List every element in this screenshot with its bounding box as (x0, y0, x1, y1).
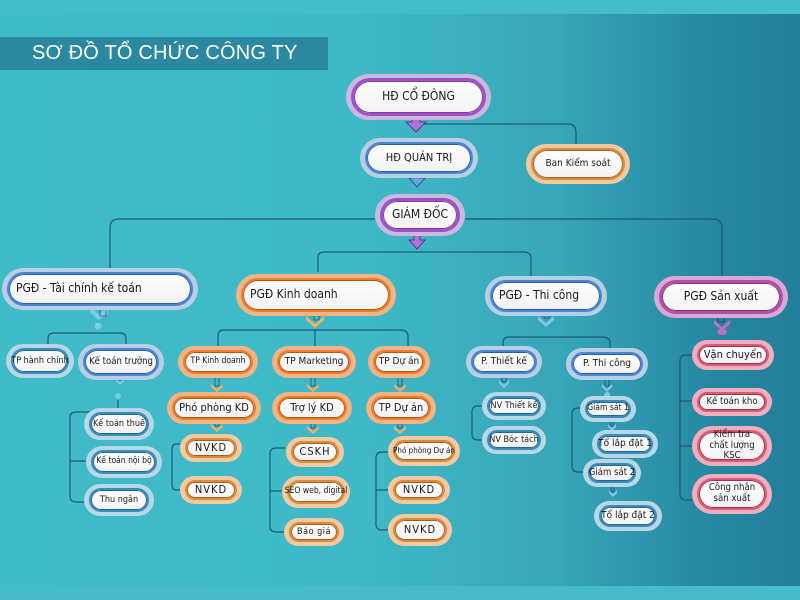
node-sales-staff-2[interactable]: NVKD (180, 476, 242, 504)
node-projects-manager[interactable]: TP Dự án (366, 392, 436, 424)
node-designer[interactable]: NV Thiết kế (482, 392, 546, 420)
node-projects-staff-1[interactable]: NVKD (388, 476, 450, 504)
node-sales-deputy[interactable]: Phó phòng KD (167, 392, 261, 424)
node-projects-staff-2[interactable]: NVKD (388, 514, 452, 546)
node-supervisor-2[interactable]: Giám sát 2 (583, 459, 641, 487)
node-warehouse-accountant[interactable]: Kế toán kho (692, 388, 772, 416)
node-quotation[interactable]: Báo giá (284, 518, 344, 546)
node-sales-assistant[interactable]: Trợ lý KD (272, 392, 352, 424)
node-supervisory[interactable]: Ban Kiểm soát (526, 144, 630, 184)
node-projects-deputy[interactable]: Phó phòng Dự án (388, 436, 460, 466)
node-production-workers[interactable]: Công nhân sản xuất (692, 474, 772, 514)
node-seo-digital[interactable]: SEO web, digital (282, 476, 350, 508)
node-tax-accountant[interactable]: Kế toán thuế (84, 408, 154, 440)
node-sales-staff-1[interactable]: NVKD (180, 434, 242, 462)
node-sales-head[interactable]: TP Kinh doanh (178, 346, 258, 378)
node-cashier[interactable]: Thu ngân (84, 484, 154, 516)
node-customer-care[interactable]: CSKH (286, 437, 344, 467)
node-internal-accountant[interactable]: Kế toán nội bộ (86, 446, 162, 478)
node-install-team-1[interactable]: Tổ lắp đặt 1 (592, 430, 658, 458)
page-title: SƠ ĐỒ TỔ CHỨC CÔNG TY (0, 37, 328, 70)
node-admin-head[interactable]: TP hành chính (6, 344, 74, 378)
node-build-dept[interactable]: P. Thi công (566, 348, 648, 380)
node-vp-construction[interactable]: PGĐ - Thi công (485, 276, 607, 316)
node-design-dept[interactable]: P. Thiết kế (466, 346, 542, 378)
node-supervisor-1[interactable]: Giám sát 1 (580, 396, 636, 422)
node-board[interactable]: HĐ QUẢN TRỊ (360, 138, 478, 178)
node-director[interactable]: GIÁM ĐỐC (375, 194, 465, 236)
bottom-band (0, 586, 800, 600)
node-marketing-head[interactable]: TP Marketing (272, 346, 356, 378)
node-estimator[interactable]: NV Bóc tách (482, 426, 546, 454)
node-chief-accountant[interactable]: Kế toán trưởng (78, 344, 164, 380)
node-vp-production[interactable]: PGĐ Sản xuất (654, 276, 788, 318)
node-install-team-2[interactable]: Tổ lắp đặt 2 (594, 501, 662, 531)
node-shareholders[interactable]: HĐ CỔ ĐÔNG (346, 74, 491, 120)
node-quality-control[interactable]: Kiểm tra chất lượng KSC (692, 426, 772, 466)
node-vp-business[interactable]: PGĐ Kinh doanh (236, 274, 396, 316)
node-projects-head[interactable]: TP Dự án (368, 346, 430, 378)
node-vp-finance[interactable]: PGĐ - Tài chính kế toán (2, 268, 198, 310)
node-logistics[interactable]: Vận chuyển (692, 340, 774, 370)
